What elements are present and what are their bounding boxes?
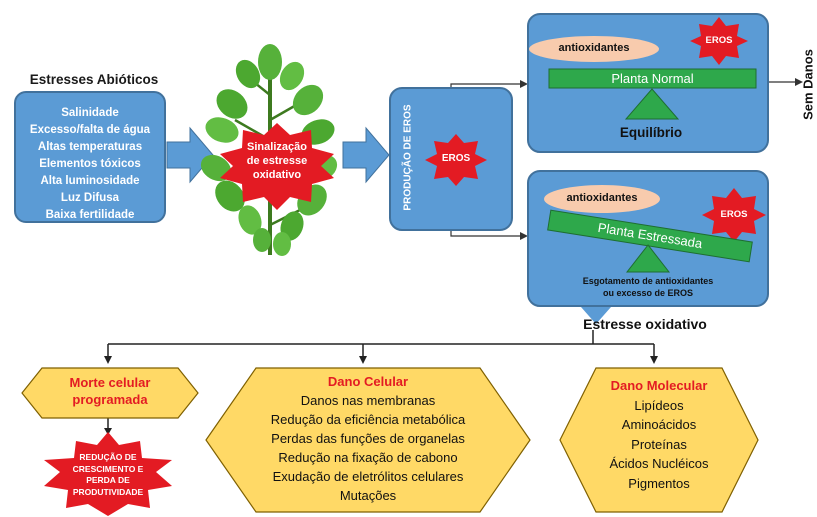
growth-line: CRESCIMENTO E (72, 463, 144, 474)
cell-damage-item: Mutações (339, 488, 397, 503)
abiotic-item: Luz Difusa (60, 192, 120, 204)
production-eros-star (425, 134, 487, 186)
abiotic-item: Baixa fertilidade (45, 209, 135, 221)
arrow-to-plant (166, 126, 214, 184)
cell-damage-title: Dano Celular (327, 374, 409, 389)
normal-fulcrum (624, 88, 680, 120)
abiotic-box: Salinidade Excesso/falta de água Altas t… (14, 91, 166, 223)
production-label: PRODUÇÃO DE EROS (402, 104, 414, 211)
abiotic-item: Excesso/falta de água (29, 124, 151, 136)
stressed-eros-label: EROS (720, 209, 748, 220)
abiotic-item: Salinidade (61, 107, 119, 119)
cell-damage-item: Exudação de eletrólitos celulares (272, 469, 464, 484)
death-hexagon (21, 367, 199, 419)
growth-line: REDUÇÃO DE (79, 452, 137, 462)
death-title: Morte celular programada (22, 374, 198, 408)
no-damage-label: Sem Danos (800, 49, 816, 120)
molecular-damage-item: Lipídeos (634, 397, 684, 413)
signaling-label: Sinalização de estresse oxidativo (232, 140, 322, 182)
signaling-burst (220, 123, 334, 210)
stressed-note-line: Esgotamento de antioxidantes (582, 276, 714, 286)
normal-eros-label: EROS (705, 35, 733, 46)
growth-reduction-burst (44, 432, 172, 516)
normal-plant-label: Planta Normal (611, 71, 694, 86)
normal-plant-bar (548, 68, 757, 89)
stressed-fulcrum (625, 244, 671, 273)
signaling-line: Sinalização (247, 141, 307, 153)
cell-damage-content: Dano Celular Danos nas membranas Redução… (230, 372, 506, 505)
molecular-damage-item: Aminoácidos (621, 417, 697, 432)
stressed-note-line: ou excesso de EROS (602, 288, 694, 298)
growth-line: PERDA DE (86, 475, 130, 485)
cell-damage-item: Redução da eficiência metabólica (270, 412, 466, 427)
production-eros-label: EROS (441, 153, 471, 164)
growth-reduction-label: REDUÇÃO DE CRESCIMENTO E PERDA DE PRODUT… (58, 452, 158, 498)
stressed-antioxidants-ellipse (544, 185, 660, 213)
stressed-antioxidants-label: antioxidantes (566, 192, 638, 204)
molecular-damage-hexagon (559, 367, 759, 513)
abiotic-title: Estresses Abióticos (29, 72, 159, 87)
normal-antioxidants-ellipse (529, 36, 659, 62)
molecular-damage-item: Ácidos Nucléicos (609, 456, 709, 471)
oxidative-stress-label: Estresse oxidativo (583, 316, 707, 332)
normal-antioxidants-label: antioxidantes (558, 42, 630, 54)
signaling-line: oxidativo (252, 169, 302, 181)
stressed-note: Esgotamento de antioxidantes ou excesso … (540, 275, 756, 299)
abiotic-item: Elementos tóxicos (39, 158, 141, 170)
abiotic-item: Altas temperaturas (37, 141, 143, 153)
death-title-line: Morte celular (69, 375, 151, 390)
molecular-damage-item: Pigmentos (628, 475, 690, 491)
stressed-eros-star (702, 188, 766, 242)
molecular-damage-content: Dano Molecular Lipídeos Aminoácidos Prot… (575, 376, 743, 493)
balance-label: Equilíbrio (619, 125, 683, 140)
death-title-line: programada (72, 392, 148, 407)
cell-damage-hexagon (205, 367, 531, 513)
cell-damage-item: Perdas das funções de organelas (271, 431, 465, 446)
cell-damage-item: Redução na fixação de cabono (278, 450, 458, 465)
growth-line: PRODUTIVIDADE (72, 486, 144, 497)
abiotic-item: Alta luminosidade (40, 175, 140, 187)
molecular-damage-title: Dano Molecular (610, 378, 708, 393)
signaling-line: de estresse (246, 155, 308, 167)
cell-damage-item: Danos nas membranas (300, 393, 436, 408)
molecular-damage-item: Proteínas (631, 436, 687, 452)
normal-eros-star (690, 17, 748, 65)
arrow-to-production (342, 126, 390, 184)
